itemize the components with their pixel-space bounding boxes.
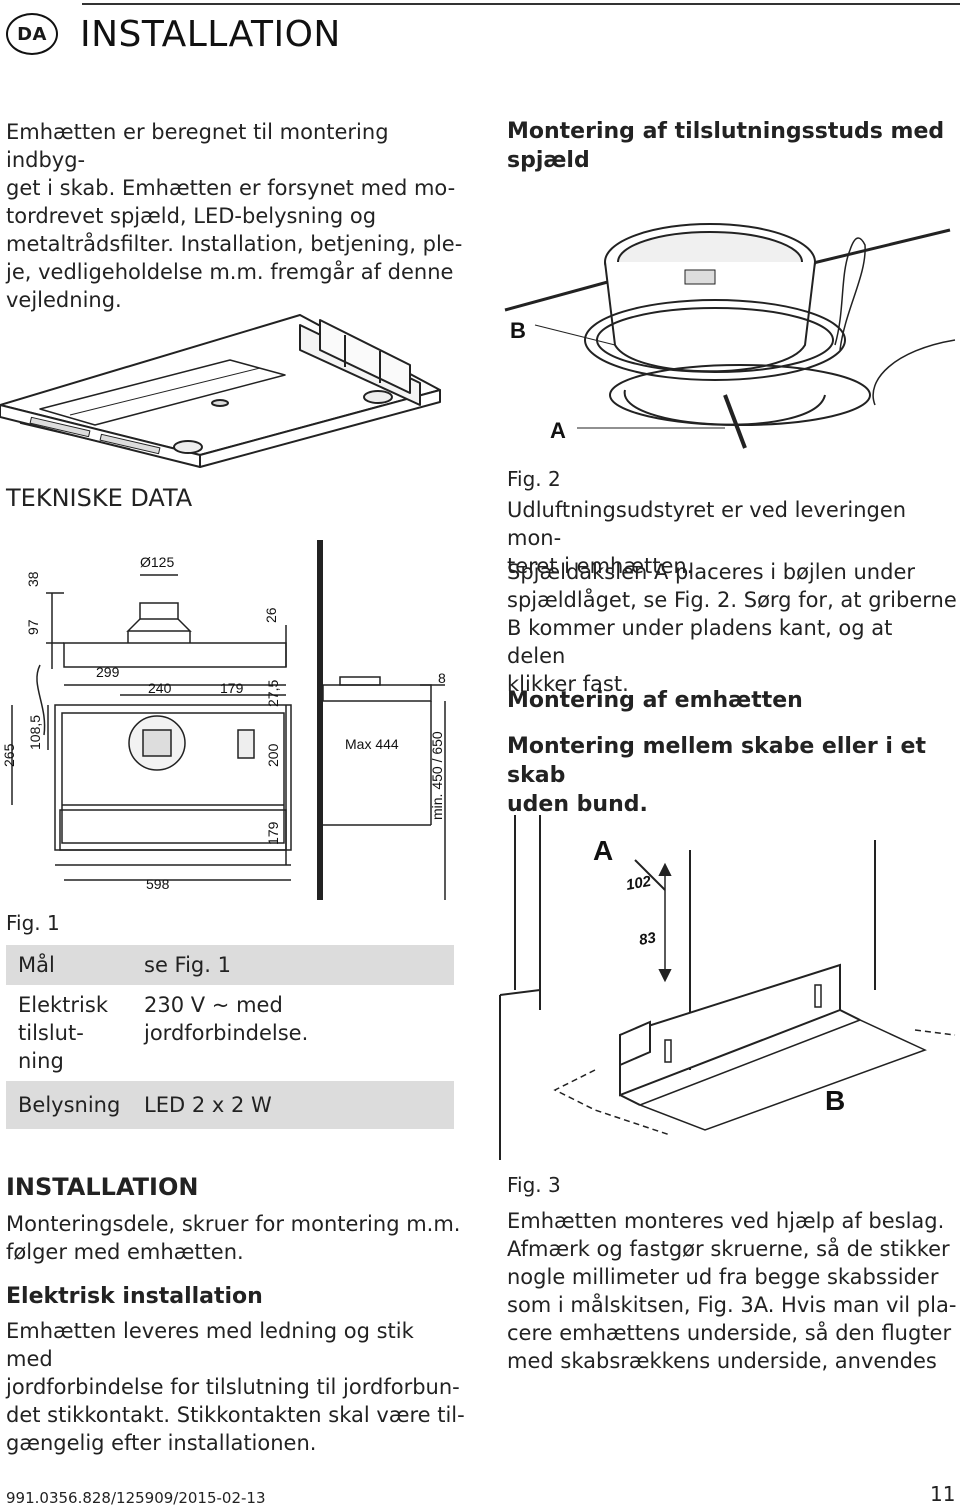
top-rule xyxy=(82,3,960,5)
intro-line: get i skab. Emhætten er forsynet med mo- xyxy=(6,176,456,200)
dim-240: 240 xyxy=(148,680,172,696)
dim-83: 83 xyxy=(638,929,658,949)
hood-mounting-paragraph: Emhætten monteres ved hjælp af beslag. A… xyxy=(507,1207,957,1375)
tech-data-table: Mål se Fig. 1 Elektrisk tilslut- ning 23… xyxy=(6,945,454,1129)
table-key: Elektrisk tilslut- ning xyxy=(6,985,132,1081)
hood-mounting-heading: Montering af emhætten xyxy=(507,688,803,713)
paragraph-line: Udluftningsudstyret er ved leveringen mo… xyxy=(507,498,907,550)
dim-max-444: Max 444 xyxy=(345,736,399,752)
intro-line: vejledning. xyxy=(6,288,122,312)
heading-line: Montering af tilslutningsstuds med xyxy=(507,119,945,144)
dim-179a: 179 xyxy=(220,680,244,696)
paragraph-line: spjældlåget, se Fig. 2. Sørg for, at gri… xyxy=(507,588,957,612)
hood-illustration xyxy=(0,314,441,468)
language-code: DA xyxy=(17,23,47,45)
heading-line: uden bund. xyxy=(507,792,648,817)
intro-paragraph: Emhætten er beregnet til montering indby… xyxy=(6,118,466,314)
dim-125: Ø125 xyxy=(140,554,174,570)
dim-265: 265 xyxy=(1,743,17,767)
paragraph-line: Afmærk og fastgør skruerne, så de stikke… xyxy=(507,1237,950,1261)
dim-27-5: 27,5 xyxy=(265,680,281,707)
heading-line: Montering mellem skabe eller i et skab xyxy=(507,734,926,788)
doc-code: 991.0356.828/125909/2015-02-13 xyxy=(6,1489,266,1507)
electrical-heading: Elektrisk installation xyxy=(6,1284,263,1309)
fig2-label: Fig. 2 xyxy=(507,467,561,491)
paragraph-line: Monteringsdele, skruer for montering m.m… xyxy=(6,1212,461,1236)
dim-97: 97 xyxy=(25,619,41,635)
dim-8: 8 xyxy=(438,670,446,686)
bracket-illustration: A B 102 83 xyxy=(499,815,956,1160)
paragraph-line: Spjældakslen A placeres i bøjlen under xyxy=(507,560,916,584)
paragraph-line: klikker fast. xyxy=(507,672,629,696)
installation-paragraph: Monteringsdele, skruer for montering m.m… xyxy=(6,1210,466,1266)
paragraph-line: cere emhættens underside, så den flugter xyxy=(507,1321,952,1345)
paragraph-line: Emhætten leveres med ledning og stik med xyxy=(6,1319,414,1371)
dim-200: 200 xyxy=(265,743,281,767)
page-number: 11 xyxy=(930,1482,956,1506)
heading-line: spjæld xyxy=(507,148,590,173)
paragraph-line: teret i emhætten. xyxy=(507,554,694,578)
paragraph-line: jordforbindelse for tilslutning til jord… xyxy=(6,1375,460,1399)
callout-b: B xyxy=(510,318,526,343)
callout-a: A xyxy=(593,835,613,866)
paragraph-line: med skabsrækkens underside, anvendes xyxy=(507,1349,937,1373)
tech-data-heading: TEKNISKE DATA xyxy=(6,484,193,512)
dim-179b: 179 xyxy=(265,821,281,845)
language-badge: DA xyxy=(6,13,58,55)
fig1-label: Fig. 1 xyxy=(6,911,60,935)
duct-paragraph-2: Spjældakslen A placeres i bøjlen under s… xyxy=(507,558,957,698)
dim-598: 598 xyxy=(146,876,170,892)
table-value: se Fig. 1 xyxy=(132,945,454,985)
callout-a: A xyxy=(550,418,566,443)
table-key: Mål xyxy=(6,945,132,985)
paragraph-line: B kommer under pladens kant, og at delen xyxy=(507,616,893,668)
intro-line: Emhætten er beregnet til montering indby… xyxy=(6,120,389,172)
paragraph-line: nogle millimeter ud fra begge skabssider xyxy=(507,1265,939,1289)
intro-line: tordrevet spjæld, LED-belysning og xyxy=(6,204,377,228)
paragraph-line: det stikkontakt. Stikkontakten skal være… xyxy=(6,1403,465,1427)
table-row: Mål se Fig. 1 xyxy=(6,945,454,985)
table-key: Belysning xyxy=(6,1081,132,1129)
dim-108-5: 108,5 xyxy=(27,715,43,750)
callout-b: B xyxy=(825,1085,845,1116)
table-row: Belysning LED 2 x 2 W xyxy=(6,1081,454,1129)
table-key-line: ning xyxy=(18,1049,64,1073)
intro-line: je, vedligeholdelse m.m. fremgår af denn… xyxy=(6,260,454,284)
intro-line: metaltrådsfilter. Installation, betjenin… xyxy=(6,232,463,256)
installation-heading: INSTALLATION xyxy=(6,1173,199,1201)
table-value-line: 230 V ~ med xyxy=(144,993,283,1017)
page-title: INSTALLATION xyxy=(80,14,341,55)
paragraph-line: som i målskitsen, Fig. 3A. Hvis man vil … xyxy=(507,1293,957,1317)
dim-min-450: min. 450 / 650 xyxy=(429,731,445,820)
table-key-line: tilslut- xyxy=(18,1021,84,1045)
paragraph-line: følger med emhætten. xyxy=(6,1240,244,1264)
table-value: LED 2 x 2 W xyxy=(132,1081,454,1129)
fig3-label: Fig. 3 xyxy=(507,1173,561,1197)
hood-mounting-subheading: Montering mellem skabe eller i et skab u… xyxy=(507,732,957,819)
dim-38: 38 xyxy=(25,571,41,587)
table-key-line: Elektrisk xyxy=(18,993,108,1017)
table-row: Elektrisk tilslut- ning 230 V ~ med jord… xyxy=(6,985,454,1081)
dim-26: 26 xyxy=(263,607,279,623)
electrical-paragraph: Emhætten leveres med ledning og stik med… xyxy=(6,1317,466,1457)
dim-102: 102 xyxy=(625,873,653,894)
duct-illustration: B A xyxy=(504,223,956,449)
dim-299: 299 xyxy=(96,664,120,680)
paragraph-line: gængelig efter installationen. xyxy=(6,1431,317,1455)
table-value-line: jordforbindelse. xyxy=(144,1021,309,1045)
table-value: 230 V ~ med jordforbindelse. xyxy=(132,985,454,1081)
dimension-drawing: 38 97 Ø125 26 299 240 179 27,5 265 108,5… xyxy=(1,540,446,900)
duct-mounting-heading: Montering af tilslutningsstuds med spjæl… xyxy=(507,117,947,175)
duct-paragraph-1: Udluftningsudstyret er ved leveringen mo… xyxy=(507,496,957,580)
paragraph-line: Emhætten monteres ved hjælp af beslag. xyxy=(507,1209,945,1233)
